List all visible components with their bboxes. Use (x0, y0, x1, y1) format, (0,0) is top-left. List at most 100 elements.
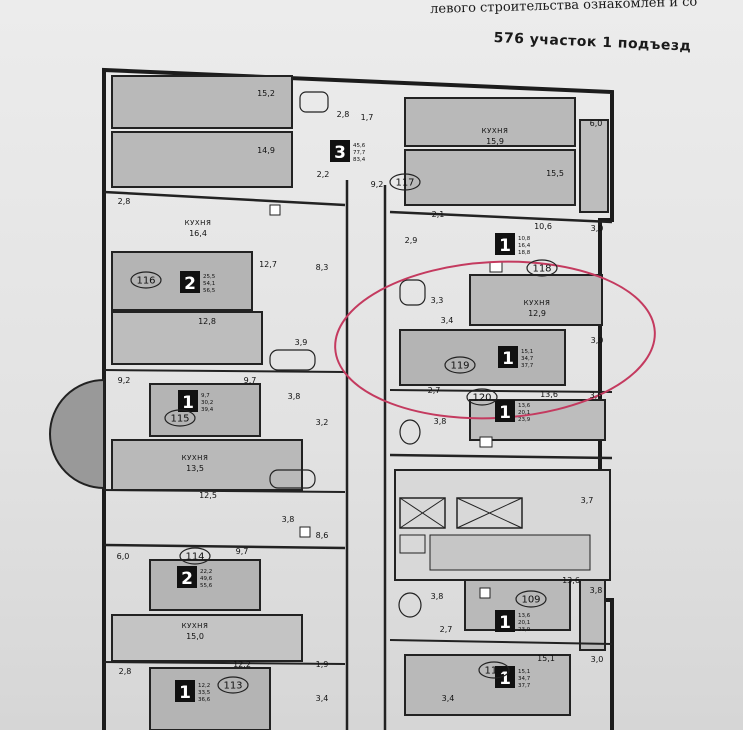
area-stat: 37,7 (521, 363, 534, 369)
kitchen-label: КУХНЯ (182, 454, 209, 462)
area-stat: 13,6 (518, 403, 531, 409)
area-stat: 45,6 (353, 143, 366, 149)
apartment-number-oval (466, 388, 498, 406)
kitchen-label: КУХНЯ (524, 299, 551, 307)
area-stat: 20,1 (518, 620, 530, 626)
stove (489, 261, 503, 273)
room-count: 3 (334, 143, 346, 163)
partition (389, 210, 613, 224)
room-fill (404, 97, 576, 147)
partition (103, 489, 346, 493)
lift-cross (399, 497, 446, 529)
area-stat: 37,7 (518, 683, 531, 689)
room-count-box (175, 680, 195, 702)
lift-shaft (456, 497, 523, 529)
lift-cross (456, 497, 523, 529)
room-count: 1 (179, 683, 191, 703)
room-fill (579, 119, 609, 213)
area-stat: 16,4 (518, 243, 531, 249)
room-area: 3,7 (581, 496, 594, 505)
apartment-number: 118 (532, 264, 551, 275)
room-count: 1 (182, 393, 194, 413)
room-area: 3,4 (442, 694, 455, 703)
room-area: 1,9 (316, 660, 329, 669)
area-stat: 33,5 (198, 690, 211, 696)
room-fill (149, 383, 261, 437)
room-area: 2,9 (405, 236, 418, 245)
stove (299, 526, 311, 538)
room-area: 13,6 (562, 576, 580, 585)
room-area: 3,6 (590, 391, 603, 400)
area-stat: 20,1 (518, 410, 530, 416)
room-area: 6,0 (117, 552, 130, 561)
room-area: 15,5 (546, 169, 564, 178)
apartment-number: 116 (136, 276, 155, 287)
room-count-box (495, 666, 515, 688)
room-area: 3,8 (590, 586, 603, 595)
room-fill (404, 654, 571, 716)
room-fill (111, 614, 303, 662)
apartment-number-oval (478, 661, 510, 679)
room-area: 8,6 (316, 531, 329, 540)
partition (103, 661, 346, 665)
room-area: 12,2 (233, 660, 251, 669)
area-stat: 77,7 (353, 150, 366, 156)
area-stat: 23,9 (518, 417, 531, 423)
kitchen-label: КУХНЯ (482, 127, 509, 135)
room-fill (399, 329, 566, 386)
room-area: 2,2 (317, 170, 330, 179)
area-stat: 18,8 (518, 250, 531, 256)
room-area: 3,4 (316, 694, 329, 703)
room-count-box (498, 346, 518, 368)
room-count-box (330, 140, 350, 162)
room-area: 2,8 (119, 667, 132, 676)
bathtub (269, 349, 316, 371)
area-stat: 13,6 (518, 613, 531, 619)
partition (389, 639, 613, 645)
area-stat: 34,7 (521, 356, 534, 362)
kitchen-label: КУХНЯ (185, 219, 212, 227)
partition (103, 543, 346, 550)
stove (479, 587, 491, 599)
room-area: 3,8 (434, 417, 447, 426)
room-area: 3,8 (431, 592, 444, 601)
room-area: 3,0 (591, 655, 604, 664)
area-stat: 9,7 (201, 393, 210, 399)
stove (269, 204, 281, 216)
kitchen-label: КУХНЯ (182, 622, 209, 630)
stair-flight (429, 534, 591, 571)
area-stat: 54,1 (203, 281, 215, 287)
room-area: 2,8 (118, 197, 131, 206)
apartment-number: 114 (185, 552, 204, 563)
apartment-number-oval (130, 271, 162, 289)
room-fill (149, 667, 271, 730)
room-area: 15,1 (537, 654, 555, 663)
room-fill (111, 131, 293, 188)
apartment-number-oval (217, 676, 249, 694)
room-area: 15,2 (257, 89, 275, 98)
apartment-number: 115 (170, 414, 189, 425)
room-area: 14,9 (257, 146, 275, 155)
room-area: 2,1 (432, 210, 445, 219)
room-count: 2 (181, 569, 193, 589)
lift-shaft (399, 497, 446, 529)
room-area: 9,7 (236, 547, 249, 556)
area-labels: КУХНЯ15,9КУХНЯ16,4КУХНЯ12,9КУХНЯ13,5КУХН… (117, 89, 604, 703)
room-area: 3,0 (591, 224, 604, 233)
kitchen-area: 16,4 (189, 229, 207, 238)
area-stat: 10,8 (518, 236, 531, 242)
room-count-box (178, 390, 198, 412)
bathtub (269, 469, 316, 489)
room-count-box (495, 610, 515, 632)
room-fill (469, 399, 606, 441)
area-stat: 34,7 (518, 676, 531, 682)
room-area: 2,8 (337, 110, 350, 119)
apartment-number: 120 (472, 393, 491, 404)
toilet (399, 419, 421, 445)
room-count-box (495, 233, 515, 255)
